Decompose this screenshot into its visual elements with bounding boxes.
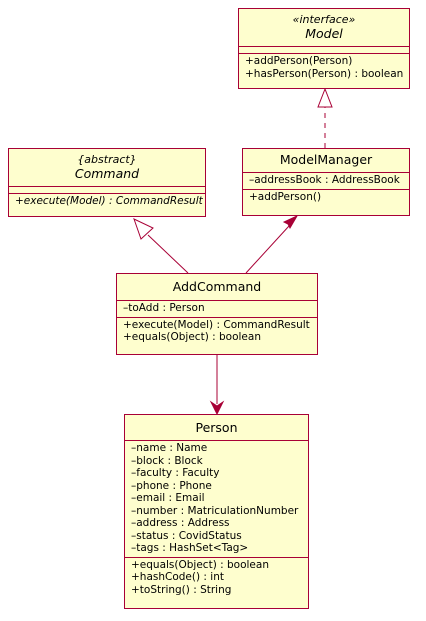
class-person-attributes: –name : Name –block : Block –faculty : F… <box>125 440 308 557</box>
method-row: +hashCode() : int <box>131 571 224 583</box>
class-person-header: Person <box>125 415 308 435</box>
class-model-stereotype: «interface» <box>292 13 356 26</box>
class-addcommand-header: AddCommand <box>117 274 317 294</box>
class-command: {abstract} Command +execute(Model) : Com… <box>8 148 206 217</box>
generalization-edge-addcommand-command <box>147 234 189 274</box>
class-model-attributes <box>239 46 409 53</box>
attribute-row: –toAdd : Person <box>123 302 205 314</box>
class-modelmanager-methods: +addPerson() <box>243 188 409 206</box>
generalization-arrowhead <box>133 218 154 240</box>
association-arrowhead-modelmanager <box>282 214 299 230</box>
attribute-row: –block : Block <box>131 454 203 467</box>
method-row: +hasPerson(Person) : boolean <box>245 67 404 80</box>
class-command-methods: +execute(Model) : CommandResult <box>9 193 205 210</box>
class-model-header: «interface» Model <box>239 9 409 41</box>
class-command-header: {abstract} Command <box>9 149 205 181</box>
attribute-row: –status : CovidStatus <box>131 529 242 542</box>
class-person-methods: +equals(Object) : boolean +hashCode() : … <box>125 556 308 599</box>
realization-arrowhead <box>317 87 333 108</box>
method-row: +equals(Object) : boolean <box>123 331 261 343</box>
class-command-stereotype: {abstract} <box>77 153 137 166</box>
association-arrowhead-person <box>209 400 225 416</box>
attribute-row: –faculty : Faculty <box>131 467 220 479</box>
class-command-name: Command <box>74 166 140 181</box>
method-row: +addPerson() <box>249 190 322 203</box>
attribute-row: –tags : HashSet<Tag> <box>131 542 249 554</box>
class-addcommand-methods: +execute(Model) : CommandResult +equals(… <box>117 316 317 346</box>
method-row: +toString() : String <box>131 583 232 596</box>
class-command-attributes <box>9 186 205 193</box>
attribute-row: –name : Name <box>131 442 208 454</box>
class-addcommand-attributes: –toAdd : Person <box>117 300 317 317</box>
attribute-row: –number : MatriculationNumber <box>131 504 299 517</box>
method-row: +execute(Model) : CommandResult <box>15 195 203 207</box>
association-edge-addcommand-modelmanager <box>245 225 290 274</box>
class-person: Person –name : Name –block : Block –facu… <box>124 414 309 609</box>
attribute-row: –address : Address <box>131 517 230 529</box>
class-modelmanager-attributes: –addressBook : AddressBook <box>243 172 409 189</box>
class-model-methods: +addPerson(Person) +hasPerson(Person) : … <box>239 53 409 82</box>
attribute-row: –phone : Phone <box>131 479 212 492</box>
attribute-row: –addressBook : AddressBook <box>249 174 400 186</box>
method-row: +execute(Model) : CommandResult <box>123 318 310 331</box>
class-addcommand: AddCommand –toAdd : Person +execute(Mode… <box>116 273 318 355</box>
class-modelmanager: ModelManager –addressBook : AddressBook … <box>242 148 410 216</box>
class-modelmanager-name: ModelManager <box>279 152 373 167</box>
method-row: +addPerson(Person) <box>245 55 353 67</box>
method-row: +equals(Object) : boolean <box>131 558 269 571</box>
class-model: «interface» Model +addPerson(Person) +ha… <box>238 8 410 89</box>
class-addcommand-name: AddCommand <box>172 279 262 294</box>
class-person-name: Person <box>195 420 238 435</box>
class-model-name: Model <box>305 26 343 41</box>
class-modelmanager-header: ModelManager <box>243 149 409 167</box>
attribute-row: –email : Email <box>131 492 205 504</box>
